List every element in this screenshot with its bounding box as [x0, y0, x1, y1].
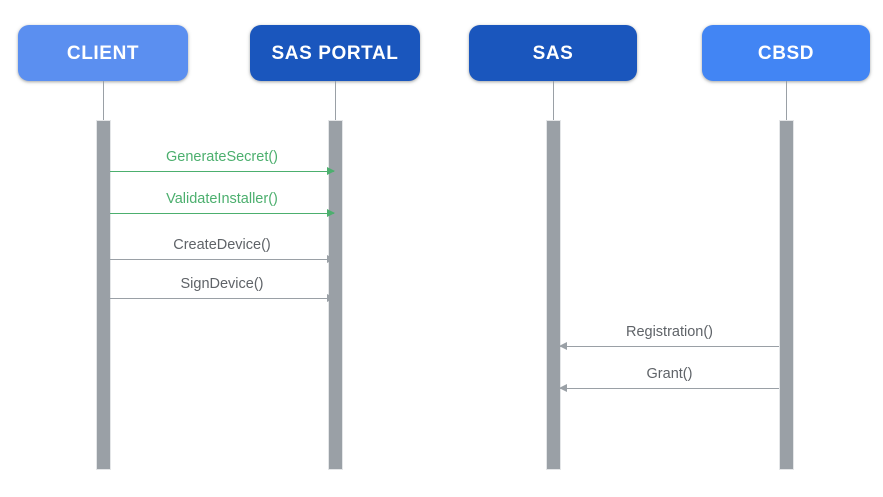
participant-cbsd[interactable]: CBSD: [702, 25, 870, 81]
message-arrowhead-right-icon: [327, 294, 335, 302]
sas-activation[interactable]: [545, 120, 561, 470]
lifeline-stem-sas-portal: [335, 81, 336, 120]
participant-sas-portal[interactable]: SAS PORTAL: [250, 25, 420, 81]
message-label: Registration(): [625, 323, 714, 340]
message-label: GenerateSecret(): [165, 148, 279, 165]
message-arrowhead-left-icon: [559, 384, 567, 392]
message-arrowhead-left-icon: [559, 342, 567, 350]
message-line: [110, 213, 334, 214]
lifeline-stem-cbsd: [786, 81, 787, 120]
message-label: ValidateInstaller(): [166, 190, 278, 207]
message-line: [560, 346, 779, 347]
participant-label: SAS PORTAL: [271, 42, 399, 64]
participant-client[interactable]: CLIENT: [18, 25, 188, 81]
lifeline-stem-client: [103, 81, 104, 120]
message-line: [110, 259, 334, 260]
message-label: Grant(): [646, 365, 693, 382]
lifeline-stem-sas: [553, 81, 554, 120]
participant-label: CBSD: [757, 42, 815, 64]
message-label: CreateDevice(): [173, 236, 271, 253]
participant-sas[interactable]: SAS: [469, 25, 637, 81]
participant-label: SAS: [532, 42, 574, 64]
message-arrowhead-right-icon: [327, 167, 335, 175]
message-arrowhead-right-icon: [327, 255, 335, 263]
cbsd-activation[interactable]: [778, 120, 794, 470]
message-label: SignDevice(): [180, 275, 264, 292]
message-line: [560, 388, 779, 389]
message-line: [110, 171, 334, 172]
message-arrowhead-right-icon: [327, 209, 335, 217]
message-line: [110, 298, 334, 299]
participant-label: CLIENT: [66, 42, 140, 64]
client-activation[interactable]: [95, 120, 111, 470]
